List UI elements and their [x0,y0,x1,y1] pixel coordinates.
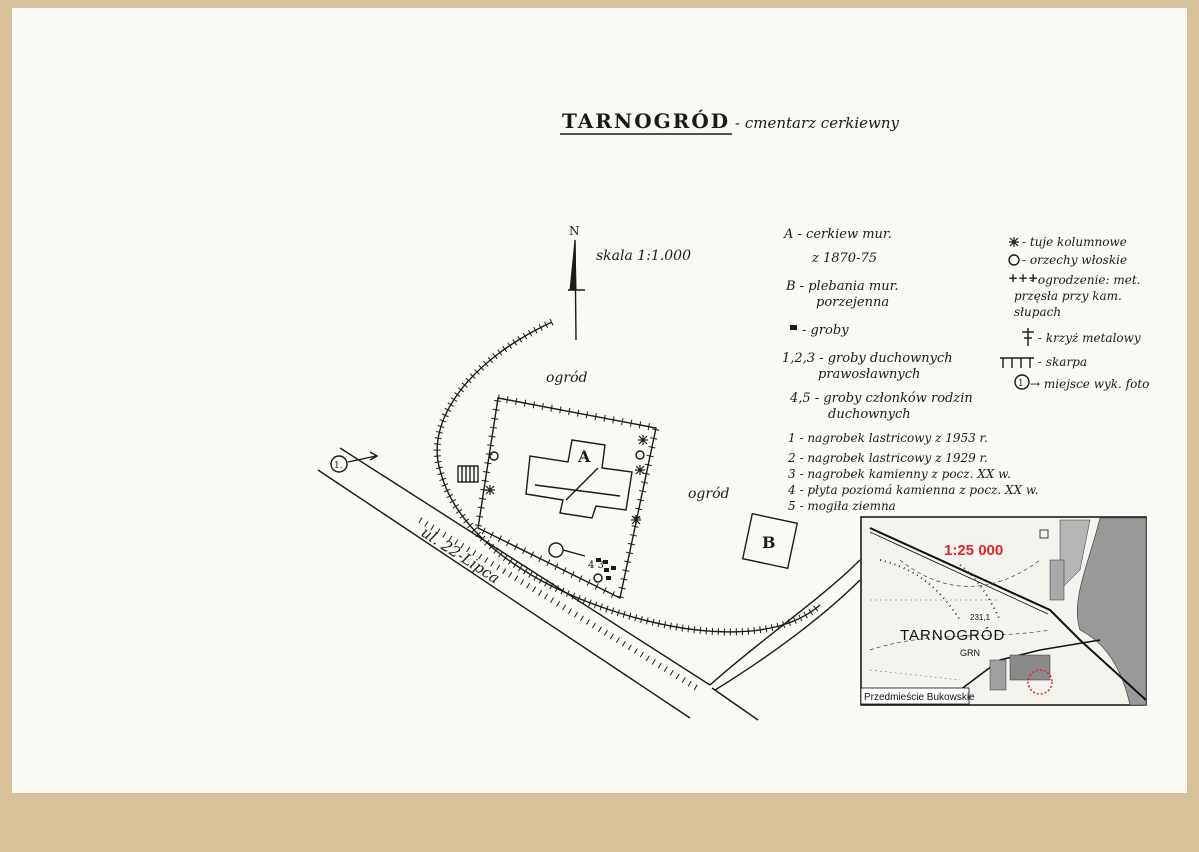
legend-left-item: 4,5 - groby członków rodzin [789,391,973,406]
legend-right-item: słupach [1014,305,1061,319]
inset-map [860,516,1147,706]
legend-left-item: - groby [802,323,849,338]
road-lines [317,447,861,721]
cemetery-fence [474,393,661,604]
photo-arrow [562,549,586,557]
legend-left-item: 1,2,3 - groby duchownych [782,351,953,366]
inset-elevation: 231,1 [970,613,991,622]
garden-label-right: ogród [688,486,730,502]
scale-label: skala 1:1.000 [596,248,691,264]
scarp-lines [433,318,823,636]
inset-district-box [860,687,970,705]
svg-text:1.: 1. [334,461,343,471]
north-letter: N [569,224,580,238]
church-label: A [577,447,591,466]
legend-right-item: → miejsce wyk. foto [1030,377,1149,391]
grave-legend-icon [790,325,797,330]
legend-right-item: przęsła przy kam. [1014,289,1122,303]
legend-left-item: A - cerkiew mur. [783,227,892,242]
entrance-steps [457,465,479,483]
legend-right-item: - ogrodzenie: met. [1030,273,1140,287]
inset-scale: 1:25 000 [944,542,1003,559]
thuja-symbols [485,435,648,525]
photo-legend-icon [1014,374,1030,390]
legend-left-item: z 1870-75 [811,251,877,266]
legend-left-item: porzejenna [816,295,889,310]
legend-left-item: 2 - nagrobek lastricowy z 1929 r. [787,451,988,465]
legend-right-item: - tuje kolumnowe [1022,235,1127,249]
scarp-legend-icon [1000,357,1034,368]
inset-district: Przedmieście Bukowskie [864,692,975,703]
grave-numbers: 4 3 [588,560,604,571]
legend-left-item: 1 - nagrobek lastricowy z 1953 r. [788,431,988,445]
rectory-building [741,512,799,570]
legend-left-item: 5 - mogiła ziemna [788,499,896,513]
legend-right: - tuje kolumnowe - orzechy włoskie +++ -… [1000,235,1149,391]
grave-symbols [596,558,616,580]
legend-right-item: - skarpa [1038,355,1087,369]
thuja-legend-icon [1009,237,1019,247]
legend-left-item: prawosławnych [818,367,920,382]
legend-left-item: 3 - nagrobek kamienny z pocz. XX w. [788,467,1011,481]
legend-left-item: 4 - płyta poziomá kamienna z pocz. XX w. [787,483,1039,497]
church-building [525,439,633,519]
legend-right-item: - orzechy włoskie [1022,253,1127,267]
walnut-legend-icon [1008,254,1020,266]
photo-legend-number: 1 [1018,379,1024,389]
legend-left-item: duchownych [828,407,911,422]
rectory-label: B [762,533,776,552]
page-title: TARNOGRÓD [562,108,730,133]
garden-label-top: ogród [546,370,588,386]
inset-grn: GRN [960,648,980,658]
legend-left-item: B - plebania mur. [785,279,899,294]
cross-legend-icon [1022,328,1034,346]
photo-spot-marker: 1. [330,451,379,473]
inset-town-name: TARNOGRÓD [900,627,1005,644]
fence-legend-icon: +++ [1008,271,1038,285]
north-arrow-icon [568,239,585,341]
page-subtitle: - cmentarz cerkiewny [735,114,900,132]
legend-left: A - cerkiew mur. z 1870-75 B - plebania … [782,227,1039,513]
legend-right-item: - krzyż metalowy [1038,331,1141,345]
